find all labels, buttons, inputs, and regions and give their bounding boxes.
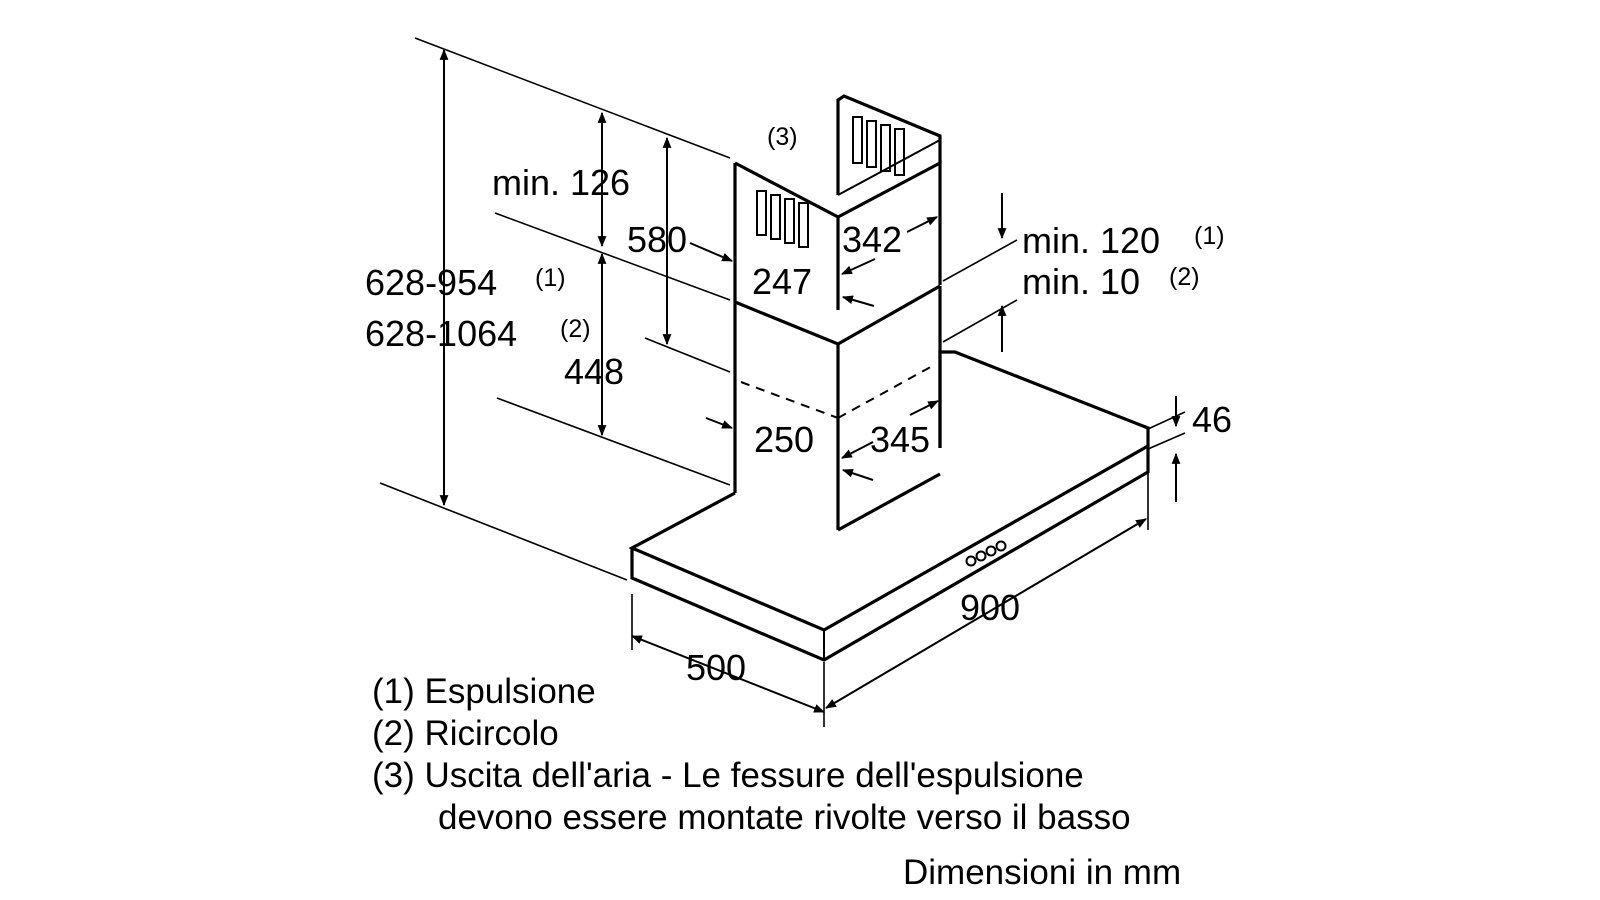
label-345: 345 xyxy=(870,419,930,460)
label-448: 448 xyxy=(564,351,624,392)
label-min-10-ref: (2) xyxy=(1169,263,1200,291)
exhaust-slots-right xyxy=(852,116,905,176)
dimension-labels: (3) min. 126 580 342 247 min. 120 (1) mi… xyxy=(365,123,1232,688)
label-580: 580 xyxy=(627,219,687,260)
chimney-upper xyxy=(733,94,942,310)
exhaust-slots-left xyxy=(756,190,809,248)
label-46: 46 xyxy=(1192,399,1232,440)
label-247: 247 xyxy=(752,261,812,302)
label-628-954: 628-954 xyxy=(365,262,497,303)
label-outlet-ref: (3) xyxy=(767,123,798,151)
hood-body xyxy=(628,350,1150,662)
dimension-lines xyxy=(439,48,1181,713)
label-500: 500 xyxy=(686,647,746,688)
chimney-lower xyxy=(733,284,942,530)
legend-item-3-line-1: (3) Uscita dell'aria - Le fessure dell'e… xyxy=(372,756,1084,795)
legend-item-3-line-2: devono essere montate rivolte verso il b… xyxy=(438,798,1131,837)
label-min-120: min. 120 xyxy=(1022,220,1160,261)
label-628-1064-ref: (2) xyxy=(560,315,591,343)
label-900: 900 xyxy=(960,587,1020,628)
legend-item-2: (2) Ricircolo xyxy=(372,714,559,753)
label-628-954-ref: (1) xyxy=(535,264,566,292)
label-628-1064: 628-1064 xyxy=(365,313,517,354)
label-342: 342 xyxy=(842,219,902,260)
label-min-126: min. 126 xyxy=(492,162,630,203)
label-250: 250 xyxy=(754,419,814,460)
label-min-120-ref: (1) xyxy=(1194,222,1225,250)
label-min-10: min. 10 xyxy=(1022,261,1140,302)
legend-item-1: (1) Espulsione xyxy=(372,672,596,711)
units-note: Dimensioni in mm xyxy=(903,853,1182,892)
